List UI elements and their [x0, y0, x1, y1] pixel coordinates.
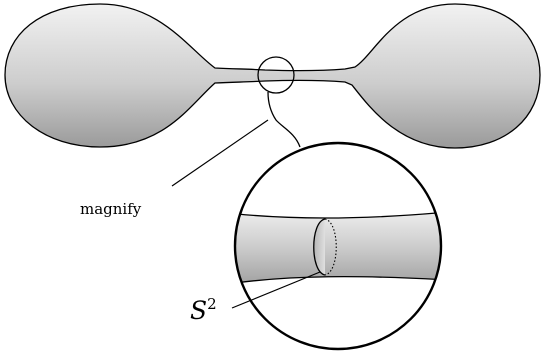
cross-section-front-edge: [313, 218, 326, 276]
sphere-exponent: 2: [207, 295, 217, 313]
cross-section-front: [313, 219, 325, 275]
tube-lower-edge: [235, 276, 441, 285]
sphere-leader-line: [231, 271, 321, 309]
focus-circle: [257, 56, 295, 94]
cross-section-back-edge: [324, 218, 337, 276]
magnified-view: [233, 141, 443, 351]
dumbbell-shape: [4, 3, 541, 149]
sphere-symbol: S: [190, 296, 207, 325]
magnify-label: magnify: [80, 200, 142, 218]
tube-upper-edge: [235, 211, 441, 219]
magnify-leader-line: [171, 119, 269, 187]
sphere-label: S2: [190, 295, 217, 325]
magnifier-connector: [267, 91, 301, 148]
magnifier-lens: [233, 141, 443, 351]
magnified-tube: [235, 212, 441, 284]
